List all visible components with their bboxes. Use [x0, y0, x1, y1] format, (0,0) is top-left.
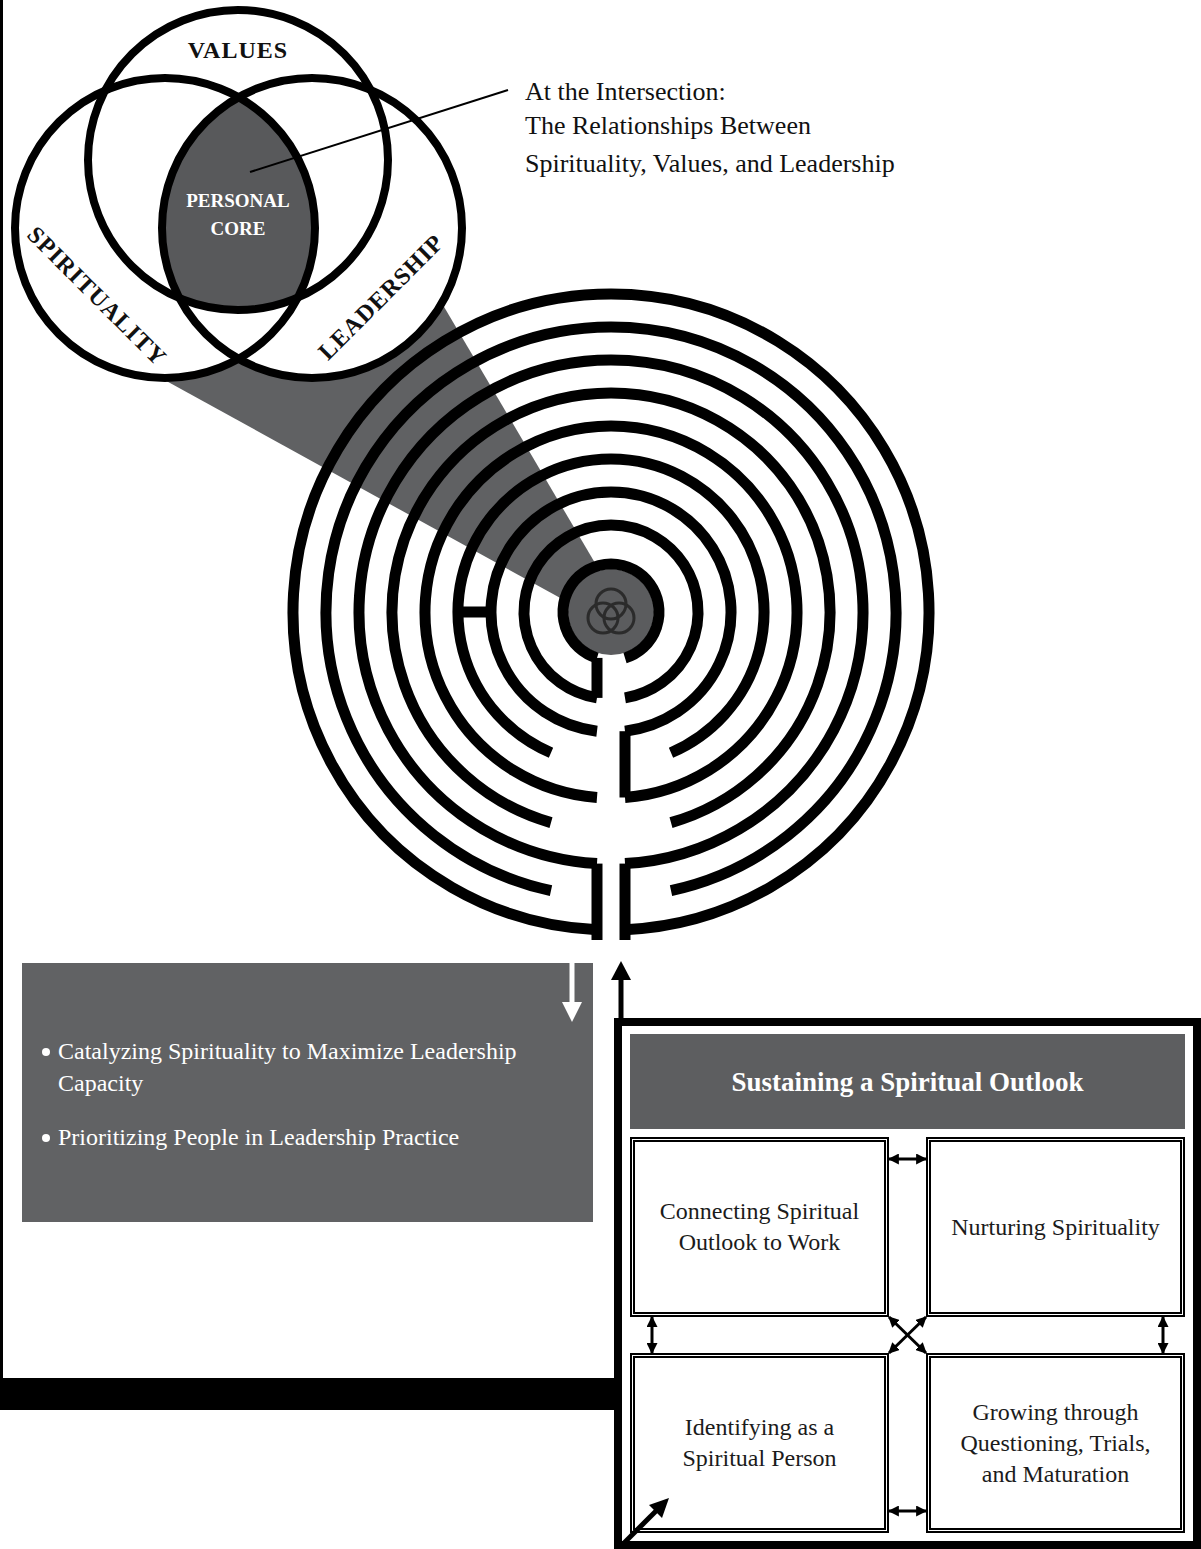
labyrinth-wall	[326, 327, 896, 891]
cell-text: Growing through Questioning, Trials, and…	[949, 1397, 1162, 1490]
frame-line	[0, 0, 3, 1400]
label-anchor: VALUES	[188, 36, 288, 64]
core-fill	[88, 10, 388, 310]
callout-text: At the Intersection:	[525, 73, 945, 111]
labyrinth-wall	[592, 864, 603, 940]
labyrinth-wall	[359, 360, 863, 864]
cell-text: Nurturing Spirituality	[951, 1212, 1160, 1243]
labyrinth-wall	[293, 294, 929, 930]
labyrinth-wall	[425, 426, 797, 797]
node-cell: Connecting Spiritual Outlook to Work	[630, 1137, 889, 1317]
bullet-item: Catalyzing Spirituality to Maximize Lead…	[40, 1035, 571, 1099]
up-arrow-head	[611, 961, 631, 980]
cell-text: Identifying as a Spiritual Person	[653, 1412, 866, 1474]
bullet-dot	[42, 1134, 50, 1142]
header-text: Sustaining a Spiritual Outlook	[732, 1065, 1084, 1099]
node-frame: Sustaining a Spiritual OutlookConnecting…	[614, 1018, 1201, 1549]
up-arrow	[619, 978, 624, 1018]
mini-venn	[588, 589, 634, 633]
down-arrow	[570, 963, 575, 1004]
bullet-item: Prioritizing People in Leadership Practi…	[40, 1121, 571, 1153]
bullet-text: Prioritizing People in Leadership Practi…	[58, 1121, 571, 1153]
labyrinth-wall	[620, 864, 631, 940]
circle-label: VALUES	[188, 36, 288, 64]
callout-anchor: At the Intersection:	[525, 73, 945, 111]
node-bullets: Catalyzing Spirituality to Maximize Lead…	[22, 963, 593, 1222]
circle-label: LEADERSHIP	[312, 228, 449, 365]
labyrinth-wall	[392, 393, 830, 823]
node-circle: VALUES	[84, 6, 392, 314]
node-cell: Nurturing Spirituality	[926, 1137, 1185, 1317]
double-arrow	[889, 1510, 926, 1513]
double-arrow	[889, 1158, 926, 1161]
entry-arrow-head	[649, 1498, 669, 1518]
double-arrow	[889, 1317, 926, 1353]
bullet-text: Catalyzing Spirituality to Maximize Lead…	[58, 1035, 571, 1099]
bullet-dot	[42, 1048, 50, 1056]
cell-text: Connecting Spiritual Outlook to Work	[653, 1196, 866, 1258]
labyrinth-wall	[620, 731, 631, 797]
labyrinth	[293, 294, 929, 940]
node-circle: LEADERSHIP	[158, 74, 466, 382]
circle-label: SPIRITUALITY	[22, 221, 173, 372]
node-cell: Identifying as a Spiritual Person	[630, 1353, 889, 1533]
labyrinth-wall	[592, 658, 603, 698]
labyrinth-wall	[563, 564, 659, 658]
frame-bar	[0, 1378, 622, 1410]
labyrinth-wall	[491, 492, 731, 731]
down-arrow-head	[562, 1002, 582, 1022]
core-clip	[88, 10, 388, 310]
double-arrow	[1162, 1317, 1165, 1353]
core-label: PERSONAL CORE	[179, 187, 297, 243]
labyrinth-wall	[458, 459, 764, 753]
node-cell: Growing through Questioning, Trials, and…	[926, 1353, 1185, 1533]
label-anchor: LEADERSHIP	[312, 228, 449, 365]
label-anchor: SPIRITUALITY	[22, 221, 173, 372]
circle-ring	[88, 10, 388, 310]
callout-anchor: The Relationships Between Spirituality, …	[525, 107, 923, 183]
callout-text: The Relationships Between Spirituality, …	[525, 107, 923, 183]
node-core: PERSONAL CORE	[173, 178, 303, 252]
header-band: Sustaining a Spiritual Outlook	[630, 1034, 1185, 1129]
mini-circle	[596, 589, 626, 619]
labyrinth-wall	[455, 607, 494, 618]
double-arrow	[651, 1317, 654, 1353]
labyrinth-wall	[524, 525, 698, 698]
circle-outline	[158, 74, 466, 382]
circle-ring	[162, 78, 462, 378]
double-arrow	[889, 1317, 926, 1353]
